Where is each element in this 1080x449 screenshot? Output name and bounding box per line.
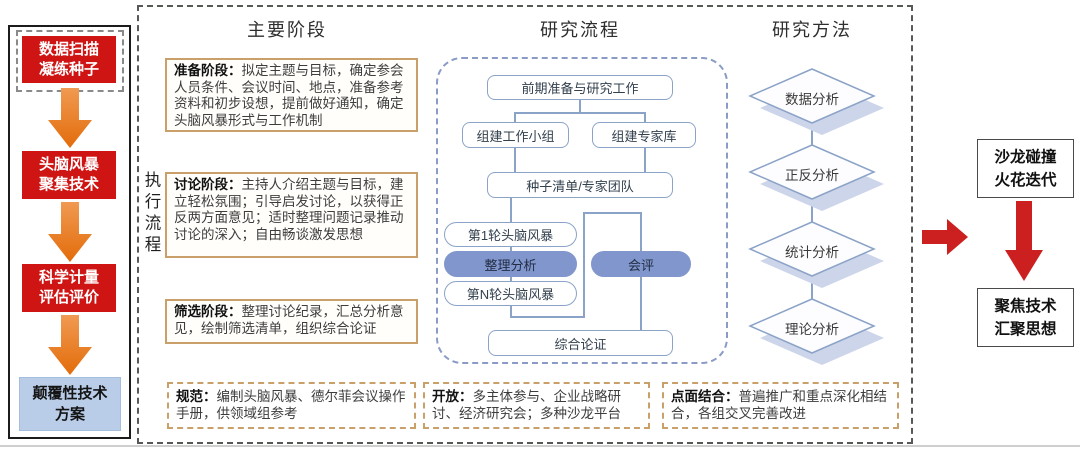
connector-line [811, 199, 813, 223]
method-label: 理论分析 [785, 322, 839, 337]
right-arrow-icon [922, 219, 968, 255]
process-dashed-frame [436, 57, 728, 364]
step-scientometrics: 科学计量 评估评价 [22, 264, 116, 312]
principle-text: 多主体参与、企业战略研讨、经济研究会；多种沙龙平台 [432, 389, 621, 421]
node-preliminary-work: 前期准备与研究工作 [487, 75, 673, 100]
main-dashed-frame [137, 5, 913, 444]
method-pro-con-analysis: 正反分析 [742, 143, 892, 213]
connector-line [514, 148, 516, 173]
diamond-icon [748, 221, 884, 288]
down-arrow-icon [48, 88, 92, 148]
focus-technology-box: 聚焦技术 汇聚思想 [977, 288, 1074, 347]
principle-text: 编制头脑风暴、德尔菲会议操作手册，供领域组参考 [176, 389, 406, 421]
principle-open: 开放：多主体参与、企业战略研讨、经济研究会；多种沙龙平台 [423, 382, 650, 429]
connector-line [514, 112, 646, 114]
down-arrow-icon [1005, 201, 1043, 281]
node-analysis: 整理分析 [444, 251, 577, 277]
connector-line [514, 112, 516, 123]
stage-title: 讨论阶段： [174, 177, 242, 192]
principle-text: 普遍推广和重点深化相结合，各组交叉完善改进 [671, 389, 887, 421]
down-arrow-icon [48, 202, 92, 262]
salon-collision-box: 沙龙碰撞 火花迭代 [977, 139, 1074, 198]
stage-text: 主持人介绍主题与目标，建立轻松氛围；引导启发讨论，以获得正反两方面意见；适时整理… [174, 177, 404, 242]
stage-title: 准备阶段： [174, 63, 242, 78]
step-disruptive-tech-plan: 颠覆性技术 方案 [19, 377, 121, 431]
connector-line [644, 112, 646, 123]
connector-line [583, 212, 642, 214]
down-arrow-icon [48, 315, 92, 375]
step-data-scan: 数据扫描 凝练种子 [22, 36, 116, 83]
stage-text: 拟定主题与目标，确定参会人员条件、会议时间、地点，准备参考资料和初步设想，提前做… [174, 63, 404, 128]
node-seed-list: 种子清单/专家团队 [487, 172, 673, 198]
connector-line [811, 276, 813, 300]
diamond-icon [748, 144, 884, 211]
connector-line [583, 212, 585, 318]
node-roundN-brainstorm: 第N轮头脑风暴 [444, 281, 577, 306]
header-main-stages: 主要阶段 [247, 20, 327, 40]
diamond-icon [748, 68, 884, 135]
principle-title: 点面结合： [671, 389, 739, 404]
node-comprehensive-demonstration: 综合论证 [488, 330, 673, 356]
node-expert-db: 组建专家库 [592, 122, 696, 148]
page-divider [0, 445, 1080, 447]
method-theoretical-analysis: 理论分析 [742, 297, 892, 367]
principle-point-area: 点面结合：普遍推广和重点深化相结合，各组交叉完善改进 [662, 382, 899, 429]
stage-screening: 筛选阶段：整理讨论纪录，汇总分析意见，绘制筛选清单，组织综合论证 [165, 299, 418, 344]
node-round1-brainstorm: 第1轮头脑风暴 [444, 222, 577, 247]
header-research-methods: 研究方法 [772, 20, 852, 40]
connector-line [811, 123, 813, 145]
node-review-meeting: 会评 [591, 251, 691, 277]
method-label: 正反分析 [785, 168, 839, 183]
stage-text: 整理讨论纪录，汇总分析意见，绘制筛选清单，组织综合论证 [174, 304, 404, 336]
node-work-group: 组建工作小组 [462, 122, 569, 148]
principle-standard: 规范：编制头脑风暴、德尔菲会议操作手册，供领域组参考 [167, 382, 416, 429]
method-label: 数据分析 [785, 92, 839, 107]
connector-line [510, 316, 585, 318]
header-research-process: 研究流程 [540, 20, 620, 40]
stage-preparation: 准备阶段：拟定主题与目标，确定参会人员条件、会议时间、地点，准备参考资料和初步设… [165, 58, 418, 132]
stage-title: 筛选阶段： [174, 304, 242, 319]
connector-line [579, 100, 581, 113]
method-label: 统计分析 [785, 245, 839, 260]
step-brainstorm: 头脑风暴 聚集技术 [22, 151, 116, 199]
execution-process-label: 执行流程 [142, 171, 160, 257]
method-data-analysis: 数据分析 [742, 67, 892, 137]
stage-discussion: 讨论阶段：主持人介绍主题与目标，建立轻松氛围；引导启发讨论，以获得正反两方面意见… [165, 172, 418, 258]
principle-title: 规范： [176, 389, 217, 404]
method-statistical-analysis: 统计分析 [742, 220, 892, 290]
connector-line [644, 148, 646, 173]
principle-title: 开放： [432, 389, 473, 404]
diamond-icon [748, 298, 884, 365]
